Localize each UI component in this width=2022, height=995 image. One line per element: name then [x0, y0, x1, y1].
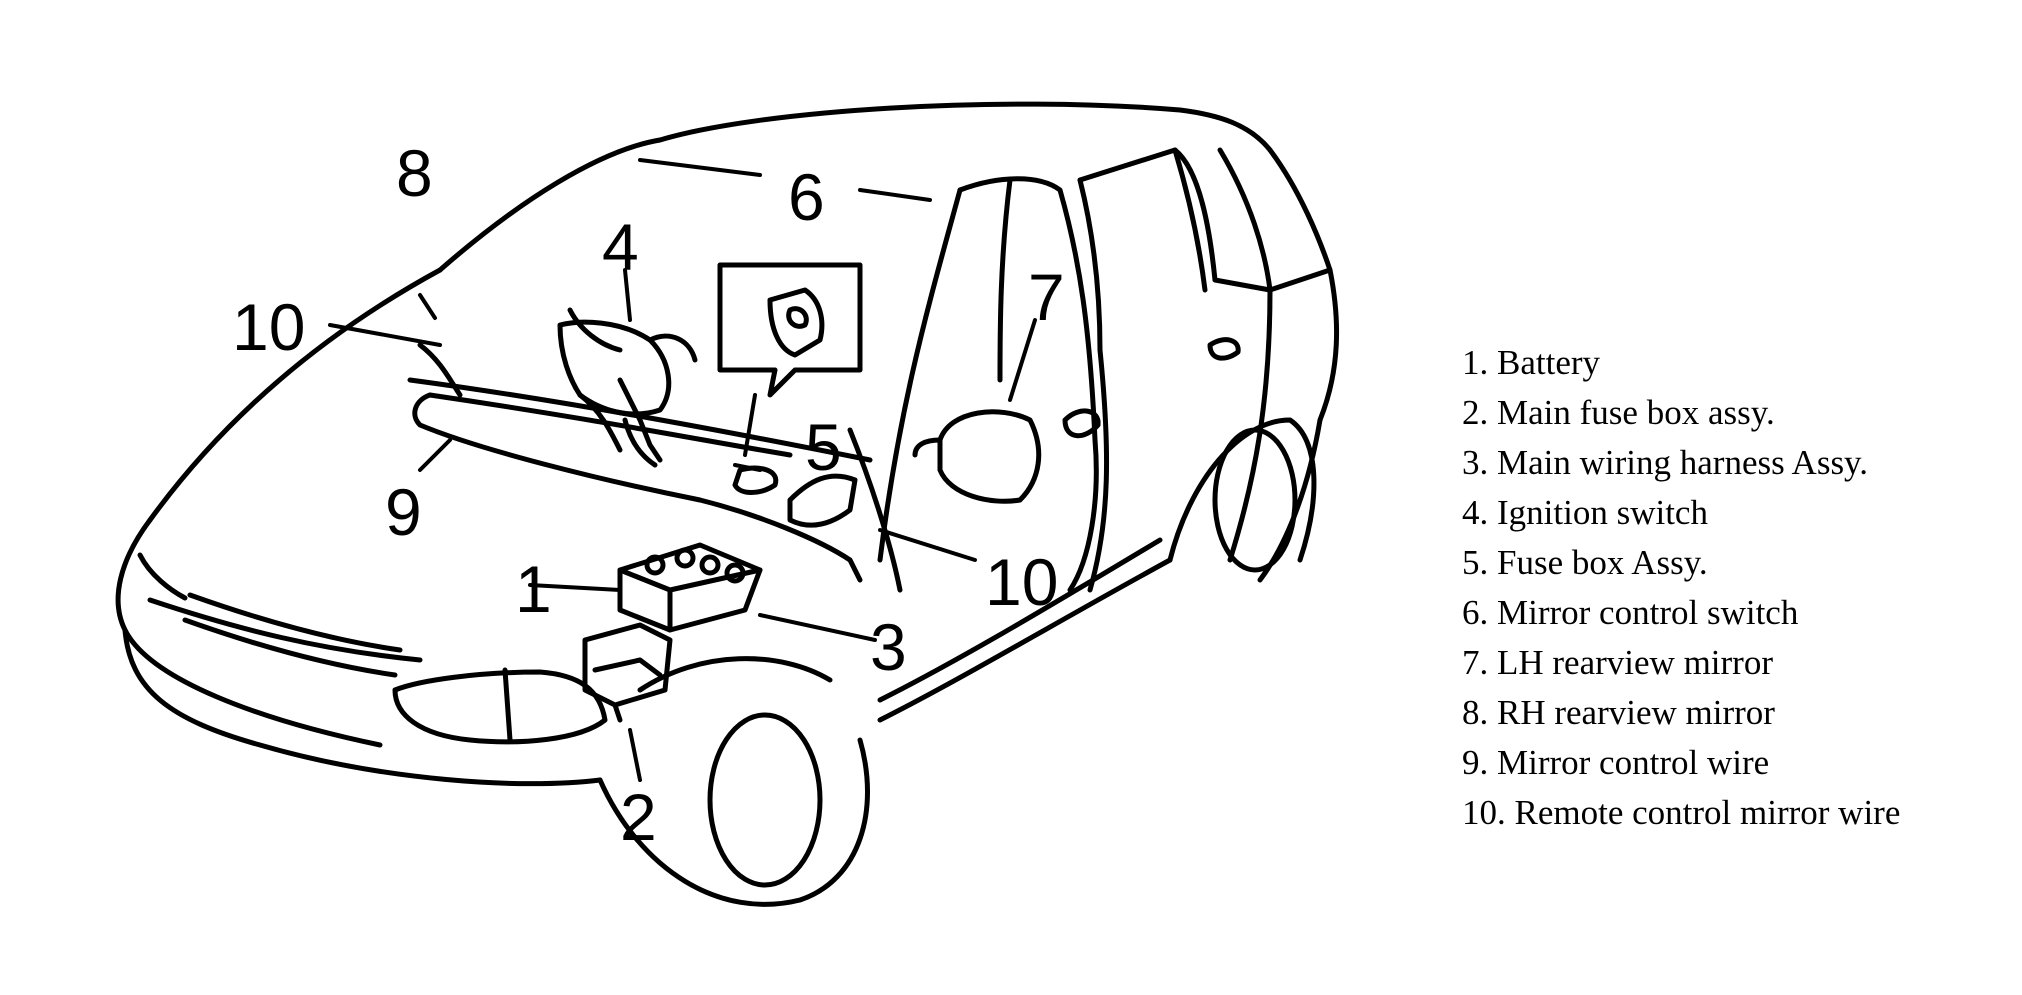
legend-item: 2. Main fuse box assy.: [1462, 393, 1775, 432]
callout-3: 3: [870, 610, 907, 684]
legend-item: 4. Ignition switch: [1462, 493, 1708, 532]
callout-10-lh: 10: [985, 545, 1058, 619]
leader-lines: [328, 158, 1037, 782]
mirror-wire: [412, 342, 903, 593]
ignition-switch-drawing: [557, 307, 698, 468]
callout-2: 2: [620, 780, 657, 854]
legend-item: 5. Fuse box Assy.: [1462, 543, 1708, 582]
legend-item: 10. Remote control mirror wire: [1462, 793, 1901, 832]
callout-10-rh: 10: [232, 290, 305, 364]
main-fuse-box-drawing: [582, 622, 673, 723]
battery-drawing: [617, 542, 763, 633]
callout-4: 4: [602, 210, 639, 284]
callout-9: 9: [385, 475, 422, 549]
legend-item: 9. Mirror control wire: [1462, 743, 1770, 782]
legend-item: 8. RH rearview mirror: [1462, 693, 1775, 732]
mirror-switch-inset: [717, 262, 863, 398]
callout-5: 5: [805, 410, 842, 484]
legend-item: 7. LH rearview mirror: [1462, 643, 1773, 682]
callout-7: 7: [1028, 260, 1065, 334]
legend-item: 1. Battery: [1462, 343, 1601, 382]
callout-6: 6: [788, 160, 825, 234]
legend-item: 3. Main wiring harness Assy.: [1462, 443, 1869, 482]
callout-1: 1: [515, 552, 552, 626]
car-body-outline: [115, 101, 1340, 907]
callout-8: 8: [396, 136, 433, 210]
legend-list: 1. Battery 2. Main fuse box assy. 3. Mai…: [1462, 338, 2002, 838]
legend-item: 6. Mirror control switch: [1462, 593, 1799, 632]
